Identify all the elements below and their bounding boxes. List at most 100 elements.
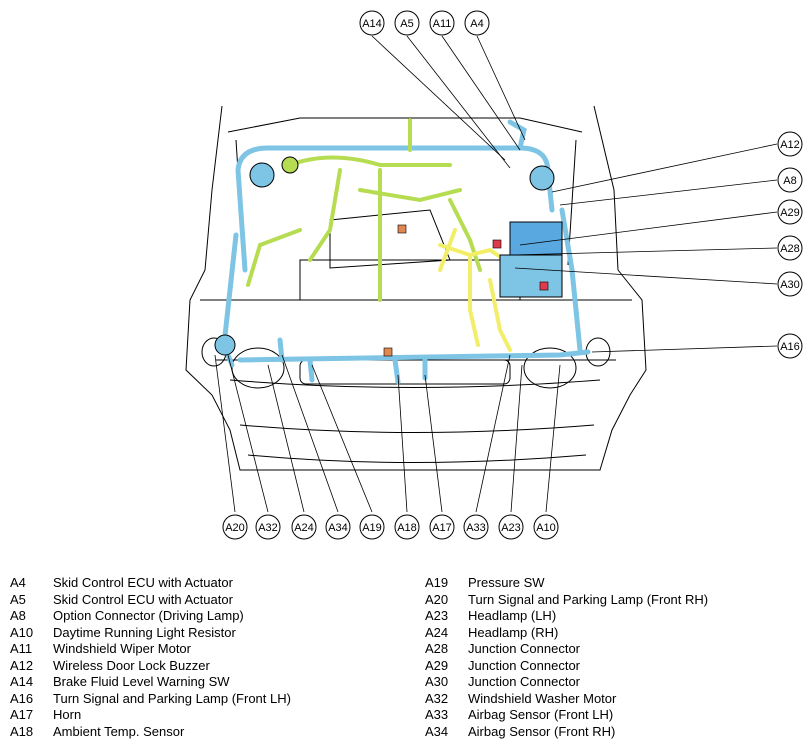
legend-desc: Turn Signal and Parking Lamp (Front RH)	[468, 591, 709, 607]
legend-row: A12 Wireless Door Lock Buzzer	[10, 658, 291, 675]
legend-row: A29 Junction Connector	[425, 658, 708, 675]
legend-desc: Windshield Washer Motor	[468, 690, 617, 706]
legend-desc: Airbag Sensor (Front RH)	[468, 723, 616, 739]
legend-desc: Headlamp (LH)	[468, 608, 557, 623]
callout-a18-label: A18	[397, 522, 417, 534]
legend-desc: Daytime Running Light Resistor	[53, 624, 236, 640]
legend-row: A18 Ambient Temp. Sensor	[10, 724, 291, 741]
legend-row: A34 Airbag Sensor (Front RH)	[425, 724, 708, 741]
callout-a14-label: A14	[362, 18, 382, 30]
yellow-harness	[438, 228, 512, 352]
callout-a33-label: A33	[466, 522, 486, 534]
callout-a8-label: A8	[783, 175, 796, 187]
legend-desc: Skid Control ECU with Actuator	[53, 575, 233, 590]
legend-row: A10 Daytime Running Light Resistor	[10, 625, 291, 642]
legend-desc: Junction Connector	[468, 674, 581, 689]
legend-code: A29	[425, 657, 449, 673]
callout-a32: A32	[255, 514, 281, 540]
legend-code: A32	[425, 690, 449, 706]
legend-code: A23	[425, 608, 449, 623]
legend-code: A16	[10, 690, 34, 706]
callout-a18: A18	[394, 514, 420, 540]
legend-code: A4	[10, 575, 26, 590]
legend-code: A10	[10, 624, 34, 640]
legend-code: A19	[425, 575, 449, 590]
callout-a23: A23	[498, 514, 524, 540]
callout-a32-label: A32	[258, 522, 278, 534]
legend-code: A20	[425, 591, 449, 607]
legend-row: A33 Airbag Sensor (Front LH)	[425, 707, 708, 724]
callout-a29: A29	[777, 199, 803, 225]
callout-a24-label: A24	[294, 522, 314, 534]
callout-a5: A5	[394, 10, 420, 36]
legend-code: A11	[10, 641, 33, 656]
legend-row: A30 Junction Connector	[425, 674, 708, 691]
legend-row: A8 Option Connector (Driving Lamp)	[10, 608, 291, 625]
callout-a5-label: A5	[400, 18, 413, 30]
callout-a29-label: A29	[780, 207, 800, 219]
callout-a8: A8	[777, 167, 803, 193]
legend-row: A20 Turn Signal and Parking Lamp (Front R…	[425, 592, 708, 609]
legend-code: A30	[425, 674, 449, 689]
callout-a34-label: A34	[328, 522, 348, 534]
legend-code: A12	[10, 657, 34, 673]
connector-red-b	[539, 281, 549, 291]
callout-a23-label: A23	[501, 522, 521, 534]
callout-a11: A11	[429, 10, 455, 36]
callout-a10: A10	[533, 514, 559, 540]
callout-a4-label: A4	[470, 18, 483, 30]
legend-row: A24 Headlamp (RH)	[425, 625, 708, 642]
skid-control-ecu	[499, 165, 563, 298]
callouts-top: A14 A5 A11 A4	[359, 10, 490, 36]
legend-desc: Headlamp (RH)	[468, 624, 559, 640]
callout-a34: A34	[325, 514, 351, 540]
callout-a17: A17	[429, 514, 455, 540]
callout-a28-label: A28	[780, 243, 800, 255]
callout-a17-label: A17	[432, 522, 452, 534]
legend-code: A17	[10, 707, 34, 722]
legend-code: A24	[425, 624, 449, 640]
legend-desc: Skid Control ECU with Actuator	[53, 591, 233, 607]
washer-tank-cap	[214, 334, 236, 356]
callout-a12: A12	[777, 131, 803, 157]
callout-a19: A19	[359, 514, 385, 540]
legend-code: A18	[10, 723, 34, 739]
callout-a4: A4	[464, 10, 490, 36]
callout-a20-label: A20	[225, 522, 245, 534]
legend-desc: Junction Connector	[468, 641, 581, 656]
engine-compartment-diagram: A14 A5 A11 A4 A12 A8 A29 A28	[185, 10, 803, 540]
legend-desc: Junction Connector	[468, 657, 581, 673]
brake-fluid-reservoir	[249, 162, 275, 188]
legend-row: A32 Windshield Washer Motor	[425, 691, 708, 708]
callout-a16: A16	[777, 333, 803, 359]
callout-a33: A33	[463, 514, 489, 540]
legend-code: A5	[10, 591, 26, 607]
legend-desc: Brake Fluid Level Warning SW	[53, 674, 230, 689]
callout-a24: A24	[291, 514, 317, 540]
legend-desc: Option Connector (Driving Lamp)	[53, 608, 244, 623]
callout-a30-label: A30	[780, 279, 800, 291]
callout-a14: A14	[359, 10, 385, 36]
callout-a11-label: A11	[433, 18, 452, 30]
legend-desc: Ambient Temp. Sensor	[53, 723, 185, 739]
horn-green	[281, 156, 299, 174]
legend-code: A34	[425, 723, 449, 739]
callout-a10-label: A10	[536, 522, 556, 534]
callout-a12-label: A12	[780, 139, 800, 151]
legend-desc: Wireless Door Lock Buzzer	[53, 657, 210, 673]
blue-harness	[221, 119, 591, 385]
connector-orange-b	[397, 224, 407, 234]
legend-desc: Airbag Sensor (Front LH)	[468, 707, 614, 722]
legend-row: A4 Skid Control ECU with Actuator	[10, 575, 291, 592]
vehicle-outline	[185, 105, 647, 471]
legend-code: A33	[425, 707, 449, 722]
connector-orange-a	[383, 347, 393, 357]
leader-lines	[214, 35, 778, 513]
callouts-right: A12 A8 A29 A28 A30 A16	[777, 131, 803, 359]
legend-code: A8	[10, 608, 26, 623]
